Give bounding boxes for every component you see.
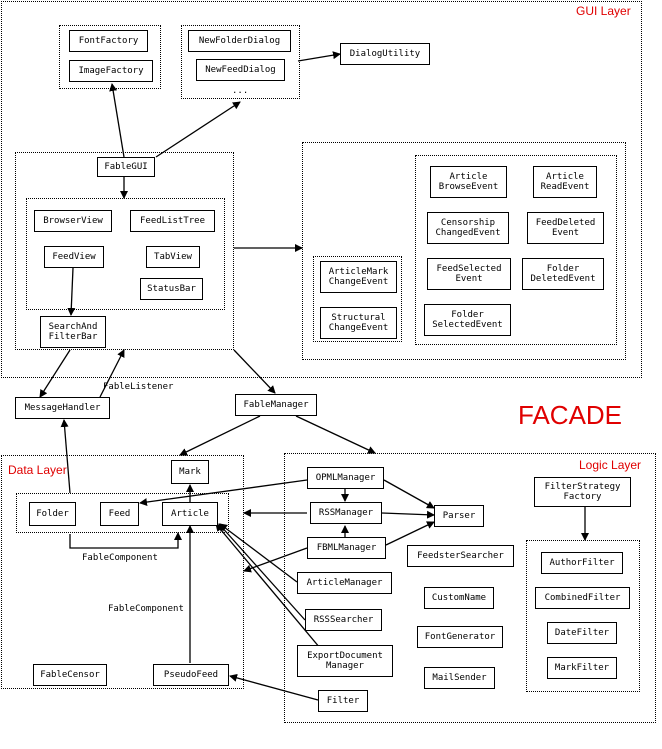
arrow-opml-parser — [383, 479, 435, 509]
arrow-fbml-data — [243, 547, 308, 573]
views-group — [26, 198, 225, 310]
folder-box: Folder — [29, 502, 76, 526]
mark-filter-box: MarkFilter — [547, 657, 617, 679]
arrow-folder-messagehandler — [60, 419, 71, 494]
dialog-utility-box: DialogUtility — [340, 43, 430, 65]
font-generator-box: FontGenerator — [417, 626, 503, 648]
combined-filter-box: CombinedFilter — [535, 587, 630, 609]
logic-layer-title: Logic Layer — [579, 458, 642, 472]
custom-name-box: CustomName — [424, 587, 494, 609]
feed-box: Feed — [100, 502, 139, 526]
data-layer-region — [1, 455, 244, 689]
arrow-feedview-searchbar — [67, 267, 76, 316]
parser-box: Parser — [434, 505, 484, 527]
filters-group — [526, 540, 640, 692]
article-manager-box: ArticleManager — [297, 572, 392, 594]
arrow-messagehandler-gui — [99, 349, 125, 398]
arrow-rss-parser — [381, 510, 435, 519]
arrow-filter-pseudofeed — [229, 673, 319, 701]
opml-manager-box: OPMLManager — [307, 467, 384, 489]
article-box: Article — [162, 502, 218, 526]
arrow-rsssearcher-article — [218, 523, 306, 621]
arrow-fablegui-imagefactory — [109, 83, 125, 158]
arrow-fablegui-dialogs — [155, 101, 241, 158]
status-bar-box: StatusBar — [140, 278, 203, 300]
feed-list-tree-box: FeedListTree — [130, 210, 215, 232]
folder-selected-event-box: Folder SelectedEvent — [424, 304, 511, 336]
filter-box: Filter — [318, 690, 368, 712]
font-factory-box: FontFactory — [69, 30, 148, 52]
mail-sender-box: MailSender — [424, 667, 495, 689]
pseudo-feed-box: PseudoFeed — [153, 664, 229, 686]
arrow-fablemanager-logic — [295, 415, 376, 454]
article-read-event-box: Article ReadEvent — [533, 166, 597, 198]
date-filter-box: DateFilter — [547, 622, 617, 644]
browser-view-box: BrowserView — [34, 210, 112, 232]
arrow-fbml-parser — [385, 521, 435, 546]
fablegui-group — [15, 152, 234, 350]
events-group — [302, 142, 626, 360]
fable-manager-box: FableManager — [235, 394, 317, 416]
arrow-fablemanager-data — [179, 415, 261, 456]
facade-title: FACADE — [518, 400, 623, 430]
image-factory-box: ImageFactory — [69, 60, 153, 82]
data-layer-title: Data Layer — [8, 463, 67, 477]
mark-box: Mark — [171, 460, 209, 484]
article-browse-event-box: Article BrowseEvent — [430, 166, 507, 198]
author-filter-box: AuthorFilter — [541, 552, 623, 574]
arrow-fablecomponent — [69, 532, 182, 549]
tab-view-box: TabView — [146, 246, 200, 268]
export-document-manager-box: ExportDocument Manager — [297, 645, 393, 677]
feed-selected-event-box: FeedSelected Event — [427, 258, 511, 290]
feed-view-box: FeedView — [44, 246, 104, 268]
message-handler-box: MessageHandler — [15, 397, 110, 419]
article-mark-change-event-box: ArticleMark ChangeEvent — [320, 261, 397, 293]
arrow-opml-feed — [139, 479, 308, 507]
fbml-manager-box: FBMLManager — [307, 537, 386, 559]
event-types-group — [415, 155, 617, 345]
feed-deleted-event-box: FeedDeleted Event — [527, 212, 604, 244]
structural-change-event-box: Structural ChangeEvent — [320, 307, 397, 339]
filter-strategy-factory-box: FilterStrategy Factory — [534, 477, 631, 507]
fable-censor-box: FableCensor — [33, 664, 107, 686]
new-feed-dialog-box: NewFeedDialog — [196, 59, 285, 81]
logic-layer-region — [284, 453, 656, 723]
fable-component-label-1: FableComponent — [82, 553, 158, 563]
censorship-changed-event-box: Censorship ChangedEvent — [427, 212, 509, 244]
new-folder-dialog-box: NewFolderDialog — [188, 30, 291, 52]
gui-layer-region — [1, 1, 642, 378]
folder-deleted-event-box: Folder DeletedEvent — [522, 258, 604, 290]
fable-listener-label: FableListener — [103, 382, 174, 392]
arrow-export-article — [215, 523, 321, 649]
arrow-searchbar-messagehandler — [39, 349, 71, 398]
data-components-group — [16, 493, 229, 533]
rss-manager-box: RSSManager — [310, 502, 382, 524]
fable-component-label-2: FableComponent — [108, 604, 184, 614]
arrow-gui-fablemanager — [233, 349, 276, 394]
arrow-dialogs-dialogutility — [297, 51, 341, 62]
dialog-ellipsis: ... — [232, 86, 249, 96]
dialog-group — [181, 25, 300, 99]
rss-searcher-box: RSSSearcher — [305, 609, 382, 631]
gui-layer-title: GUI Layer — [576, 4, 631, 18]
search-filter-bar-box: SearchAnd FilterBar — [40, 316, 106, 348]
fable-gui-box: FableGUI — [97, 157, 155, 177]
factory-group — [59, 25, 161, 89]
feedster-searcher-box: FeedsterSearcher — [407, 545, 514, 567]
change-events-group — [313, 256, 402, 342]
